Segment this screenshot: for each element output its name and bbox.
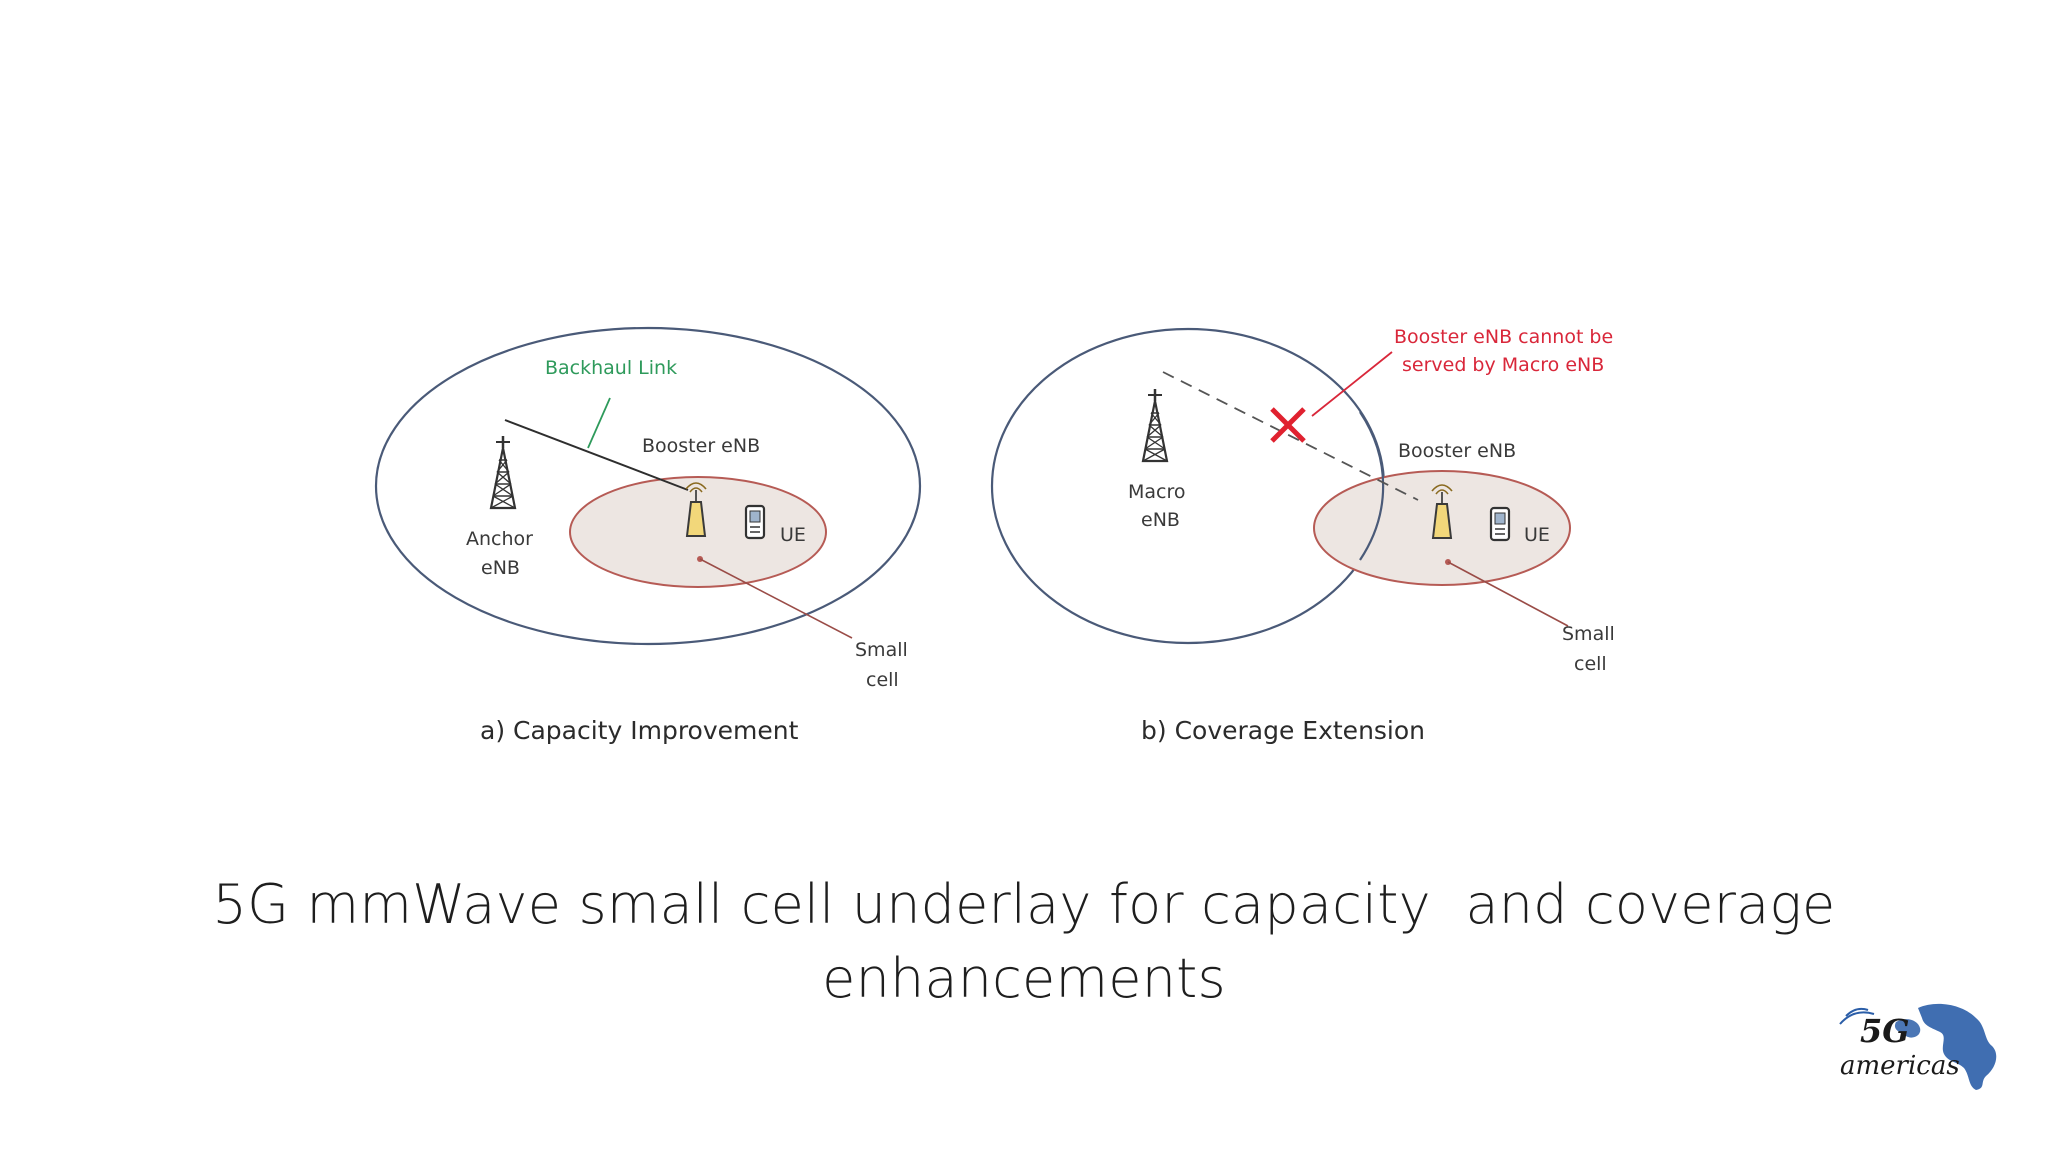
- slide-title-line1: 5G mmWave small cell underlay for capaci…: [212, 873, 1836, 936]
- warning-callout-line: [1311, 351, 1393, 417]
- panel-b-coverage-extension: Booster eNB cannot be served by Macro eN…: [990, 326, 1615, 745]
- panel-a-phone-icon: [744, 504, 766, 540]
- warning-text-line1: Booster eNB cannot be: [1394, 326, 1613, 348]
- warning-text-line2: served by Macro eNB: [1402, 354, 1604, 376]
- macro-label-line1: Macro: [1128, 481, 1186, 503]
- macro-coverage-ellipse: [990, 327, 1386, 645]
- anchor-label-line1: Anchor: [466, 528, 533, 550]
- slide-title-line2: enhancements: [822, 947, 1226, 1010]
- panel-b-small-cell-line1: Small: [1562, 623, 1615, 645]
- panel-b-ue-label: UE: [1524, 524, 1550, 546]
- blocked-link-dashed-line: [1162, 371, 1419, 501]
- logo-5g-text: 5G: [1860, 1012, 1910, 1050]
- anchor-label-line2: eNB: [481, 557, 520, 579]
- backhaul-callout-line: [587, 397, 611, 449]
- macro-coverage-overlap-arc: [1359, 411, 1385, 561]
- panel-b-booster-label: Booster eNB: [1398, 440, 1516, 462]
- logo-americas-text: americas: [1840, 1051, 1960, 1081]
- panel-a-ue-label: UE: [780, 524, 806, 546]
- panel-a-small-cell-line2: cell: [866, 669, 899, 691]
- backhaul-link-label: Backhaul Link: [545, 357, 677, 379]
- panel-a-capacity-improvement: Backhaul Link Booster eNB UE Anchor eNB …: [374, 326, 922, 745]
- slide-title: 5G mmWave small cell underlay for capaci…: [0, 868, 2048, 1016]
- panel-a-caption: a) Capacity Improvement: [480, 716, 799, 745]
- blocked-x-icon: [1270, 407, 1306, 443]
- panel-b-phone-icon: [1489, 506, 1511, 542]
- panel-b-small-cell-line2: cell: [1574, 653, 1607, 675]
- panel-b-caption: b) Coverage Extension: [1141, 716, 1425, 745]
- macro-label-line2: eNB: [1141, 509, 1180, 531]
- 5g-americas-logo: 5G americas: [1839, 1003, 1997, 1090]
- panel-a-booster-label: Booster eNB: [642, 435, 760, 457]
- panel-a-small-cell-callout: [699, 558, 853, 639]
- backhaul-link-line: [504, 419, 689, 491]
- panel-b-small-cell-callout: [1447, 561, 1569, 627]
- panel-a-small-cell-line1: Small: [855, 639, 908, 661]
